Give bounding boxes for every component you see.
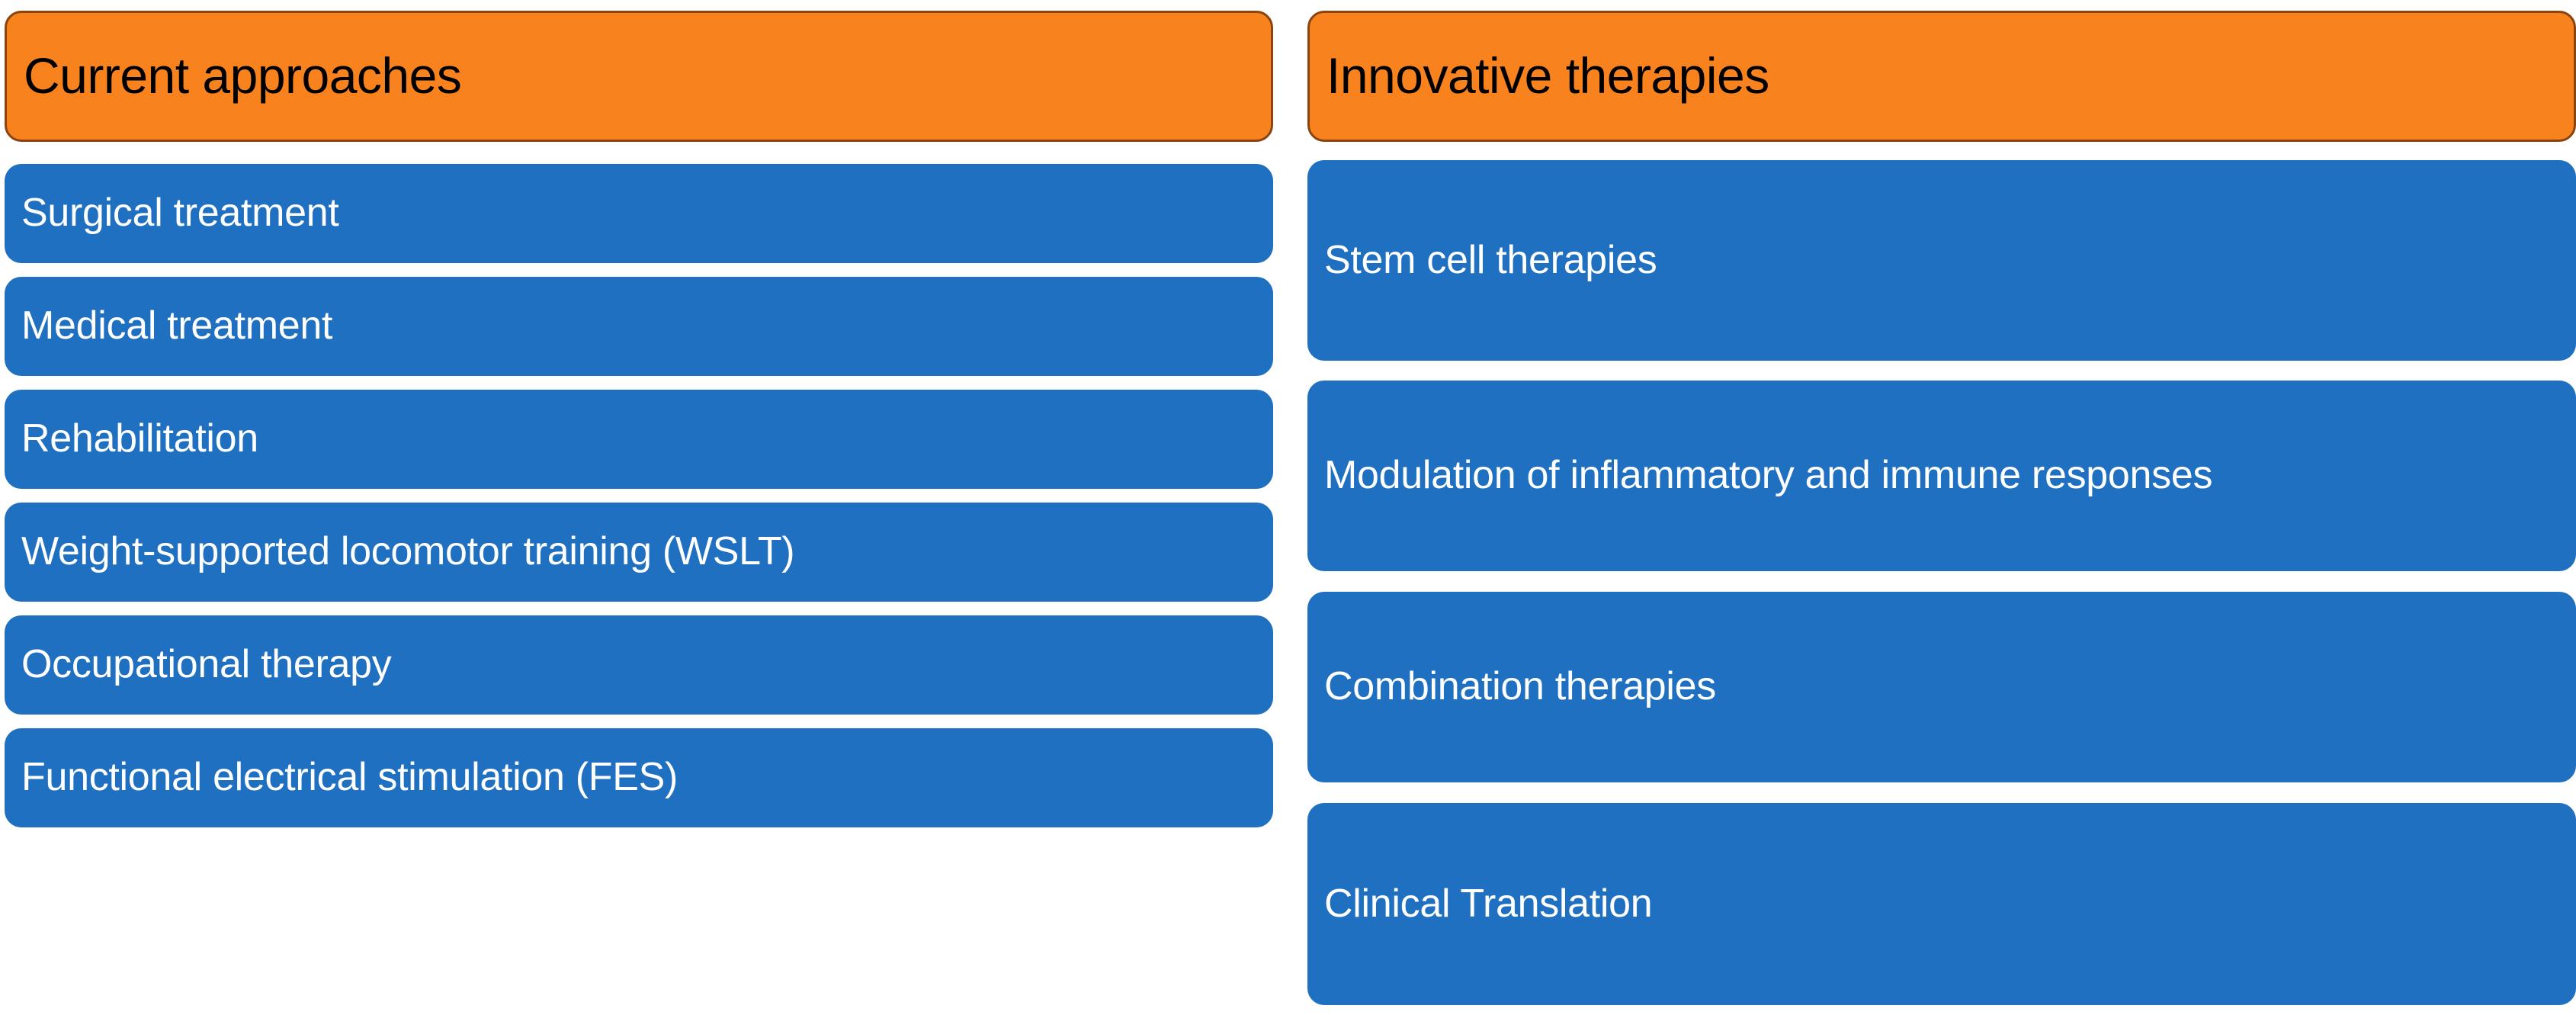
column-header-innovative-therapies[interactable]: Innovative therapies [1307,11,2576,142]
list-item-label: Combination therapies [1324,664,1717,709]
column-innovative-therapies: Innovative therapies Stem cell therapies… [1307,0,2576,1015]
list-item-label: Modulation of inflammatory and immune re… [1324,453,2213,498]
list-item-functional-electrical-stimulation[interactable]: Functional electrical stimulation (FES) [5,728,1273,827]
list-item-label: Clinical Translation [1324,881,1653,926]
column-header-label: Current approaches [24,47,462,104]
column-header-current-approaches[interactable]: Current approaches [5,11,1273,142]
column-header-label: Innovative therapies [1326,47,1769,104]
list-item-label: Medical treatment [21,304,333,349]
column-current-approaches: Current approaches Surgical treatment Me… [0,0,1278,1015]
list-item-label: Rehabilitation [21,416,258,461]
list-item-label: Surgical treatment [21,191,339,236]
list-item-modulation-of-inflammatory-and-immune-responses[interactable]: Modulation of inflammatory and immune re… [1307,381,2576,571]
list-item-occupational-therapy[interactable]: Occupational therapy [5,615,1273,715]
list-item-surgical-treatment[interactable]: Surgical treatment [5,164,1273,263]
list-item-clinical-translation[interactable]: Clinical Translation [1307,803,2576,1005]
list-item-label: Weight-supported locomotor training (WSL… [21,529,795,574]
list-item-rehabilitation[interactable]: Rehabilitation [5,390,1273,489]
list-item-combination-therapies[interactable]: Combination therapies [1307,592,2576,782]
list-item-label: Occupational therapy [21,642,392,687]
list-item-label: Stem cell therapies [1324,237,1657,282]
list-item-label: Functional electrical stimulation (FES) [21,755,678,800]
list-item-weight-supported-locomotor-training[interactable]: Weight-supported locomotor training (WSL… [5,503,1273,602]
list-item-stem-cell-therapies[interactable]: Stem cell therapies [1307,160,2576,361]
list-item-medical-treatment[interactable]: Medical treatment [5,277,1273,376]
